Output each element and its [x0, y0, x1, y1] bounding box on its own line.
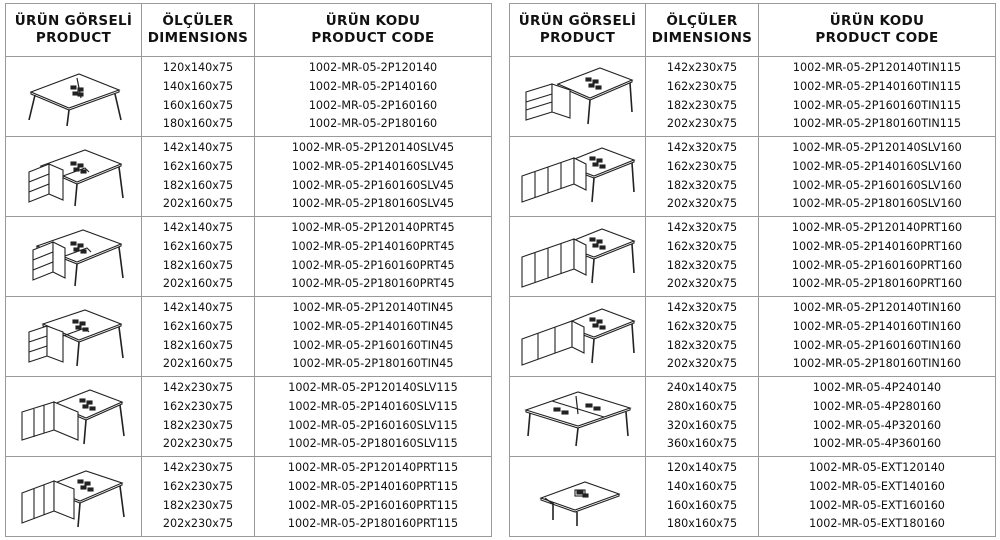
product-image-cell	[5, 216, 142, 297]
desk-with-storage-cabinet-icon	[520, 307, 636, 366]
product-image-cell	[5, 376, 142, 457]
product-image-cell	[509, 376, 646, 457]
desk-with-long-cabinet-icon	[20, 388, 125, 444]
product-image-cell	[5, 136, 142, 217]
desk-with-drawer-unit-icon	[27, 148, 124, 206]
desk-with-long-pedestal-icon	[20, 469, 125, 527]
product-image-cell	[5, 456, 142, 537]
product-image-cell	[509, 456, 646, 537]
product-image-cell	[5, 56, 142, 137]
product-image-cell	[509, 136, 646, 217]
product-image-cell	[5, 296, 142, 377]
desk-with-side-cabinet-icon	[27, 308, 124, 366]
desk-with-pedestal-icon	[31, 228, 124, 286]
desk-with-credenza-icon	[524, 66, 633, 124]
product-image-cell	[509, 56, 646, 137]
extension-desk-icon	[538, 480, 621, 526]
meeting-table-icon	[27, 72, 122, 126]
desk-with-storage-wall-icon	[520, 146, 636, 203]
desk-with-tall-storage-icon	[520, 227, 636, 288]
four-person-desk-icon	[523, 390, 632, 446]
product-image-cell	[509, 296, 646, 377]
product-image-cell	[509, 216, 646, 297]
